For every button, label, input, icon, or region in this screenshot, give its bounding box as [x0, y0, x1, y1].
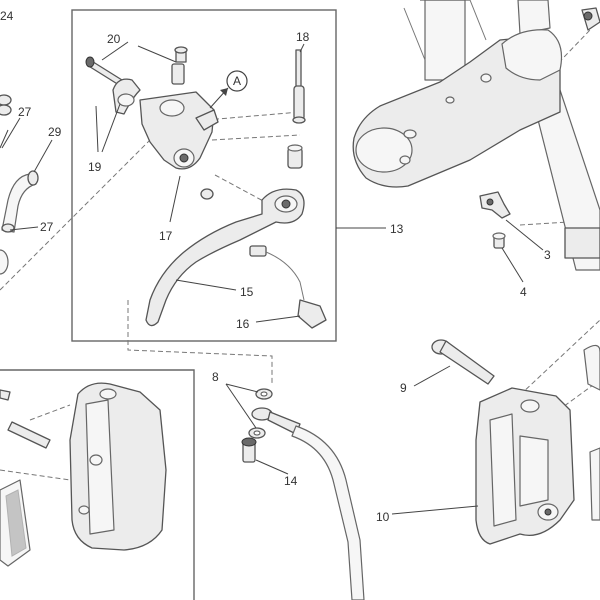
copper-washer-lower: [248, 427, 266, 439]
callout-15: 15: [240, 285, 254, 299]
caliper-pin-upper: [7, 421, 51, 449]
screw-20-left: [85, 56, 123, 86]
callout-10: 10: [376, 510, 390, 524]
copper-washer-upper: [255, 388, 273, 400]
bracket-top-right: [581, 7, 600, 31]
fork-top-outline: [403, 0, 487, 61]
callout-4: 4: [520, 285, 527, 299]
callout-27-upper: 27: [18, 105, 32, 119]
callout-9: 9: [400, 381, 407, 395]
fork-leg-left: [420, 0, 470, 81]
callout-24: 24: [0, 9, 14, 23]
adjuster-bushing: [287, 144, 303, 169]
clamp-half: [112, 78, 141, 115]
callout-13: 13: [390, 222, 404, 236]
washer-small: [200, 188, 214, 200]
callout-A: A: [233, 74, 241, 88]
brake-hose: [291, 425, 365, 600]
screw-4: [492, 232, 506, 249]
disc-mount-right: [583, 344, 600, 521]
caliper-bolt: [431, 339, 495, 385]
callout-19: 19: [88, 160, 102, 174]
banjo-bolt: [241, 437, 257, 463]
callout-20: 20: [107, 32, 121, 46]
callout-16: 16: [236, 317, 250, 331]
callout-27-lower: 27: [40, 220, 54, 234]
sensor-bracket: [479, 191, 511, 219]
fork-top-clamp: [352, 29, 563, 188]
callout-3: 3: [544, 248, 551, 262]
brake-pad: [0, 479, 31, 567]
brake-light-switch: [249, 245, 327, 329]
vent-hose: [1, 170, 39, 233]
callout-18: 18: [296, 30, 310, 44]
push-rod-18: [292, 49, 306, 124]
master-cylinder-detail-frame: [71, 9, 337, 342]
leader-lines: [0, 41, 544, 515]
caliper-detail-frame: [0, 369, 195, 600]
banjo-fitting: [251, 407, 301, 435]
callout-17: 17: [159, 229, 173, 243]
brake-caliper: [475, 387, 575, 545]
screw-20-right: [171, 46, 188, 85]
caliper-detail-body: [69, 382, 167, 551]
callout-14: 14: [284, 474, 298, 488]
hose-clamp-upper: [0, 94, 12, 116]
reference-circle-A: [226, 70, 248, 92]
callout-29: 29: [48, 125, 62, 139]
brake-lever: [145, 188, 305, 327]
callout-labels: 24 27 29 27 20 18 A 19 17 13 15 16 3 4 8…: [0, 9, 551, 524]
callout-8: 8: [212, 370, 219, 384]
master-cylinder-body: [139, 91, 219, 170]
caliper-pin-lower: [0, 389, 11, 401]
arrow-head-A: [220, 88, 228, 96]
reservoir-cap-edge: [0, 249, 9, 275]
